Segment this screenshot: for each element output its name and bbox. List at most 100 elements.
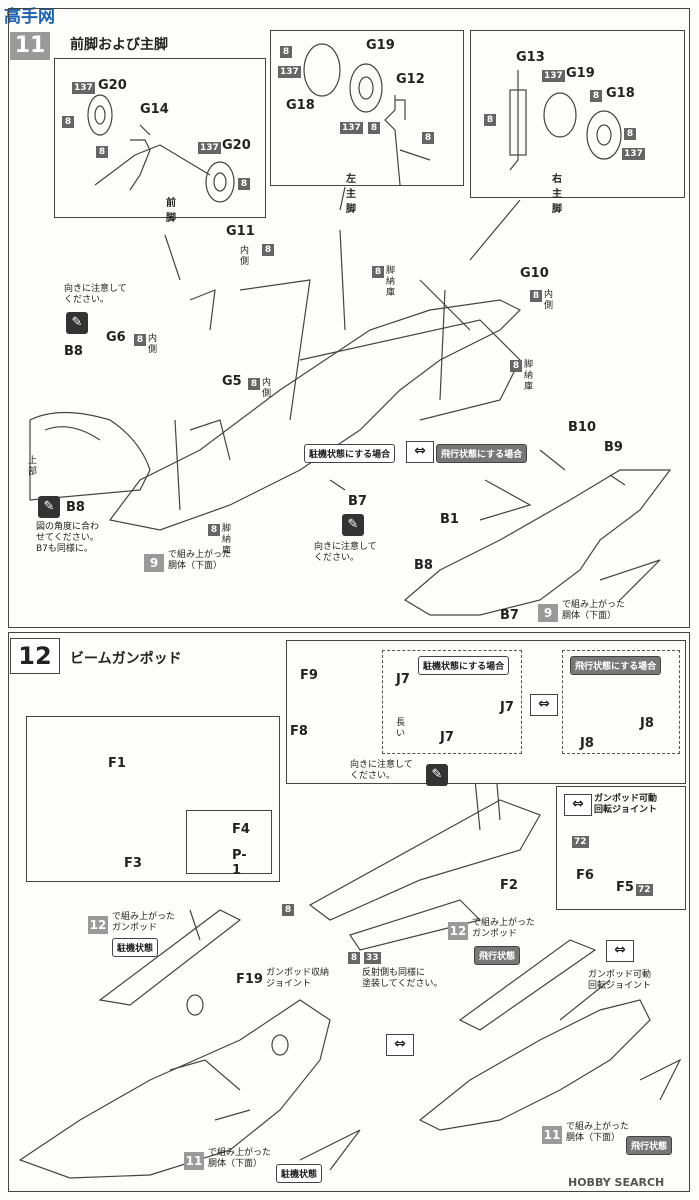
part-j7b: J7 [500,700,514,715]
part-b7-flight: B7 [500,608,519,623]
part-j7c: J7 [440,730,454,745]
ref-step-12: 12 [88,916,108,934]
part-b1: B1 [440,512,459,527]
paint-8-chip: 8 [590,90,602,102]
g11-note: 内側 [240,246,250,267]
flight-tag-bottom: 飛行状態 [626,1136,673,1155]
part-g5: G5 [222,374,242,389]
part-p1: P-1 [232,848,247,878]
flight-mode-tag: 飛行状態にする場合 [436,444,528,463]
step-11-title: 前脚および主脚 [70,37,168,53]
paint-8-chip: 8 [510,360,522,372]
body-ref-note-3: で組み上がった 胴体（下面） [208,1148,272,1169]
caution-note-3: 向きに注意して ください。 [350,760,413,781]
detail-left-main-leg-box [270,30,464,186]
paint-8-chip: 8 [248,378,260,390]
angle-note: 図の角度に合わ せてください。 B7も同様に。 [36,522,100,554]
paint-8-chip: 8 [530,290,542,302]
swap-arrows-icon: ⇔ [406,441,434,463]
ref-step-11-flight: 11 [542,1126,562,1144]
paint-137-chip: 137 [622,148,645,160]
part-j7: J7 [396,672,410,687]
bay-note-1: 脚納庫 [386,266,396,298]
paint-8-chip: 8 [282,904,294,916]
paint-8-chip: 8 [262,244,274,256]
up-label: 上部 [28,456,38,477]
bay-note-2: 脚納庫 [524,360,534,392]
paint-8-chip: 8 [372,266,384,278]
body-ref-note-flight: で組み上がった 胴体（下面） [562,600,626,621]
body-ref-note-4: で組み上がった 胴体（下面） [566,1122,630,1143]
left-main-caption: 左主脚 [346,174,356,215]
reflect-note: 反射側も同様に 塗装してください。 [362,968,443,989]
part-j8: J8 [640,716,654,731]
part-f6: F6 [576,868,594,883]
step-12-panel [8,632,690,1192]
paint-8-chip: 8 [348,952,360,964]
paint-8-chip: 8 [134,334,146,346]
front-leg-caption: 前脚 [166,198,176,224]
part-b8-inset: B8 [66,500,85,515]
parked-tag-small: 駐機状態 [112,938,159,957]
long-note: 長い [396,718,406,739]
paint-brush-icon: ✎ [342,514,364,536]
ref-step-12-flight: 12 [448,922,468,940]
paint-brush-icon: ✎ [38,496,60,518]
part-g20: G20 [98,78,127,93]
swap-arrows-icon: ⇔ [564,794,592,816]
paint-137-chip: 137 [72,82,95,94]
part-f8: F8 [290,724,308,739]
paint-8-chip: 8 [238,178,250,190]
step-11-panel [8,8,690,628]
part-g12: G12 [396,72,425,87]
paint-brush-icon: ✎ [66,312,88,334]
joint-note: ガンポッド可動 回転ジョイント [588,970,652,991]
paint-brush-icon: ✎ [426,764,448,786]
part-g19: G19 [366,38,395,53]
parked-mode-tag-2: 駐機状態にする場合 [418,656,510,675]
part-g11: G11 [226,224,255,239]
part-b7: B7 [348,494,367,509]
paint-8-chip: 8 [62,116,74,128]
ref-step-9-flight: 9 [538,604,558,622]
part-f4: F4 [232,822,250,837]
paint-8-chip: 8 [484,114,496,126]
part-g18: G18 [286,98,315,113]
paint-137-chip: 137 [340,122,363,134]
detail-front-leg-box [54,58,266,218]
paint-8-chip: 8 [624,128,636,140]
bay-note-3: 脚納庫 [222,524,232,556]
paint-137-chip: 137 [278,66,301,78]
paint-8-chip: 8 [280,46,292,58]
ref-step-9: 9 [144,554,164,572]
swap-arrows-icon: ⇔ [606,940,634,962]
part-f3: F3 [124,856,142,871]
part-b10: B10 [568,420,596,435]
paint-137-chip: 137 [198,142,221,154]
part-f5: F5 [616,880,634,895]
step-11-number: 11 [10,32,50,60]
part-f19: F19 [236,972,263,987]
part-f2: F2 [500,878,518,893]
gunpod-ref-note: で組み上がった ガンポッド [112,912,176,933]
g10-note: 内側 [544,290,554,311]
paint-33-chip: 33 [364,952,381,964]
joint-title: ガンポッド可動 回転ジョイント [594,794,658,815]
parked-tag-bottom: 駐機状態 [276,1164,323,1183]
part-g13: G13 [516,50,545,65]
part-f1: F1 [108,756,126,771]
f4-p1-box [186,810,272,874]
flight-option-box [562,650,680,754]
part-g10: G10 [520,266,549,281]
part-f9: F9 [300,668,318,683]
swap-arrows-icon: ⇔ [530,694,558,716]
part-j8b: J8 [580,736,594,751]
paint-72-chip: 72 [572,836,589,848]
flight-mode-tag-2: 飛行状態にする場合 [570,656,662,675]
paint-8-chip: 8 [422,132,434,144]
caution-note-1: 向きに注意して ください。 [64,284,127,305]
part-g14: G14 [140,102,169,117]
part-b9: B9 [604,440,623,455]
g5-note: 内側 [262,378,272,399]
part-g19: G19 [566,66,595,81]
